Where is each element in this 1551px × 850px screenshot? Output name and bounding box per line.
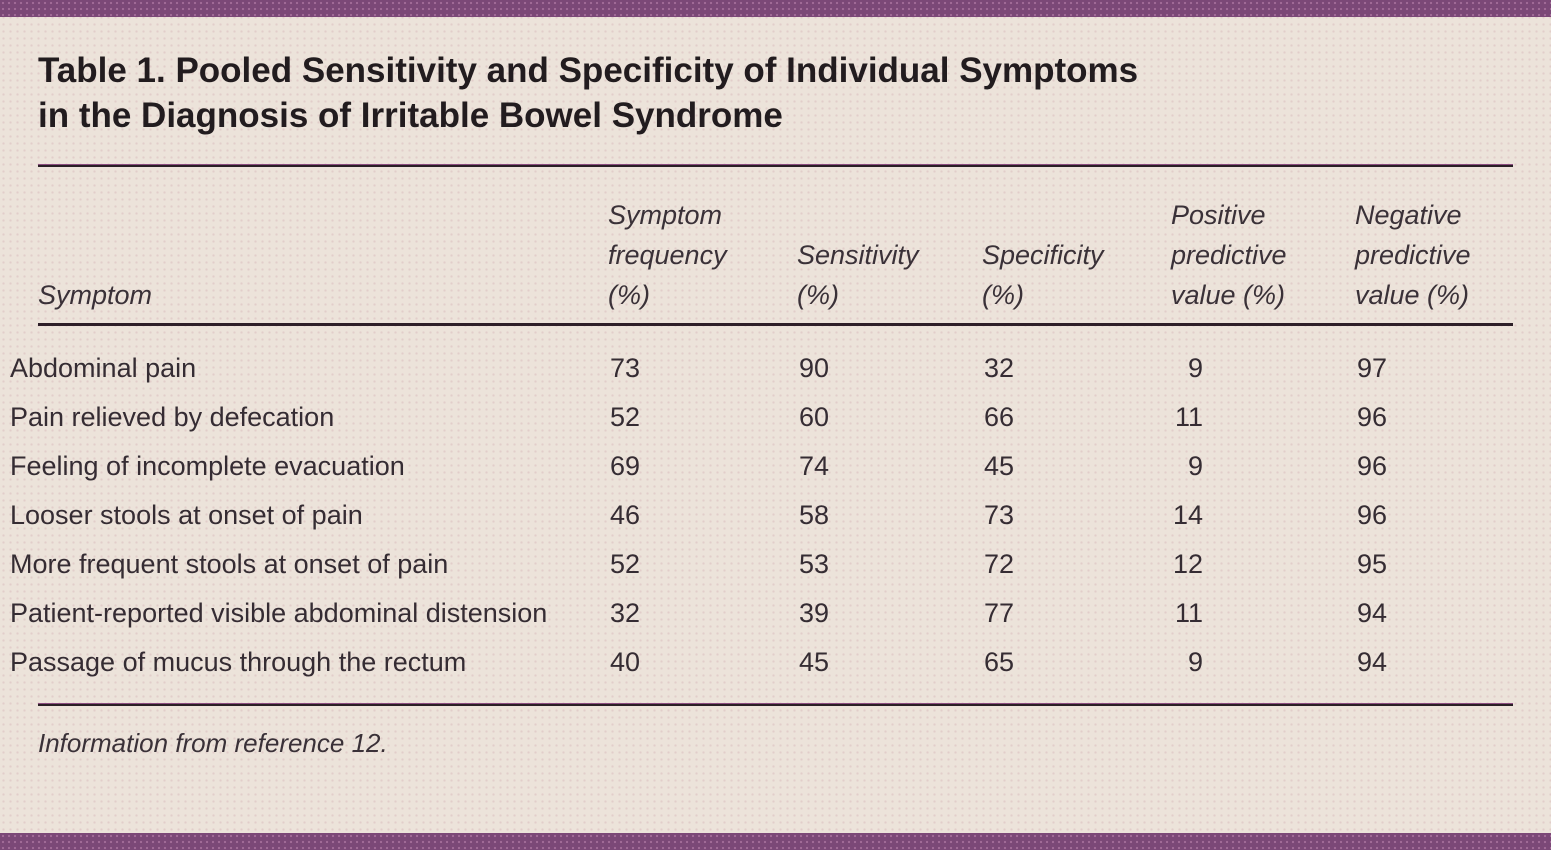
npv-cell: 95 (1356, 549, 1387, 579)
frequency-cell: 46 (609, 500, 640, 530)
table-header: Symptom Symptom frequency (%) Sensitivit… (38, 167, 1513, 326)
column-header-symptom: Symptom (38, 167, 608, 326)
sensitivity-cell: 58 (798, 500, 829, 530)
specificity-cell: 65 (983, 647, 1014, 677)
sensitivity-cell: 39 (798, 598, 829, 628)
table-body: Abdominal pain 73 90 32 9 97 Pain reliev… (10, 325, 1513, 688)
ppv-cell: 9 (1187, 353, 1203, 383)
footer-rule (38, 703, 1513, 706)
frequency-cell: 52 (609, 549, 640, 579)
npv-cell: 96 (1356, 451, 1387, 481)
symptom-cell: More frequent stools at onset of pain (10, 549, 449, 579)
title-rule (38, 164, 1513, 167)
table-row: More frequent stools at onset of pain 52… (10, 540, 1513, 589)
specificity-cell: 66 (983, 402, 1014, 432)
npv-cell: 96 (1356, 402, 1387, 432)
column-header-positive-predictive-value: Positive predictive value (%) (1171, 167, 1355, 326)
symptom-cell: Abdominal pain (10, 353, 197, 383)
symptom-cell: Looser stools at onset of pain (10, 500, 363, 530)
specificity-cell: 77 (983, 598, 1014, 628)
frequency-cell: 73 (609, 353, 640, 383)
table-row: Passage of mucus through the rectum 40 4… (10, 638, 1513, 687)
npv-cell: 94 (1356, 647, 1387, 677)
column-header-negative-predictive-value: Negative predictive value (%) (1355, 167, 1513, 326)
ppv-cell: 12 (1172, 549, 1203, 579)
table-row: Patient-reported visible abdominal diste… (10, 589, 1513, 638)
specificity-cell: 45 (983, 451, 1014, 481)
frequency-cell: 69 (609, 451, 640, 481)
sensitivity-cell: 53 (798, 549, 829, 579)
symptom-cell: Patient-reported visible abdominal diste… (10, 598, 548, 628)
sensitivity-cell: 74 (798, 451, 829, 481)
table-row: Abdominal pain 73 90 32 9 97 (10, 325, 1513, 394)
symptoms-table: Symptom Symptom frequency (%) Sensitivit… (10, 167, 1513, 688)
column-header-symptom-frequency: Symptom frequency (%) (608, 167, 797, 326)
ppv-cell: 14 (1172, 500, 1203, 530)
top-accent-bar (0, 0, 1551, 17)
sensitivity-cell: 60 (798, 402, 829, 432)
ppv-cell: 9 (1187, 647, 1203, 677)
symptom-cell: Feeling of incomplete evacuation (10, 451, 405, 481)
frequency-cell: 40 (609, 647, 640, 677)
table-row: Looser stools at onset of pain 46 58 73 … (10, 491, 1513, 540)
column-header-specificity: Specificity (%) (982, 167, 1171, 326)
symptom-cell: Pain relieved by defecation (10, 402, 335, 432)
npv-cell: 97 (1356, 353, 1387, 383)
header-row: Symptom Symptom frequency (%) Sensitivit… (38, 167, 1513, 326)
frequency-cell: 32 (609, 598, 640, 628)
npv-cell: 94 (1356, 598, 1387, 628)
specificity-cell: 32 (983, 353, 1014, 383)
ppv-cell: 11 (1174, 598, 1203, 628)
symptom-cell: Passage of mucus through the rectum (10, 647, 467, 677)
table-row: Feeling of incomplete evacuation 69 74 4… (10, 442, 1513, 491)
bottom-accent-bar (0, 833, 1551, 850)
sensitivity-cell: 90 (798, 353, 829, 383)
specificity-cell: 73 (983, 500, 1014, 530)
frequency-cell: 52 (609, 402, 640, 432)
column-header-sensitivity: Sensitivity (%) (797, 167, 982, 326)
table-footnote: Information from reference 12. (38, 728, 388, 758)
sensitivity-cell: 45 (798, 647, 829, 677)
npv-cell: 96 (1356, 500, 1387, 530)
ppv-cell: 11 (1174, 402, 1203, 432)
ppv-cell: 9 (1187, 451, 1203, 481)
table-content: Table 1. Pooled Sensitivity and Specific… (10, 17, 1513, 760)
table-title: Table 1. Pooled Sensitivity and Specific… (38, 51, 1139, 135)
specificity-cell: 72 (983, 549, 1014, 579)
table-row: Pain relieved by defecation 52 60 66 11 … (10, 393, 1513, 442)
